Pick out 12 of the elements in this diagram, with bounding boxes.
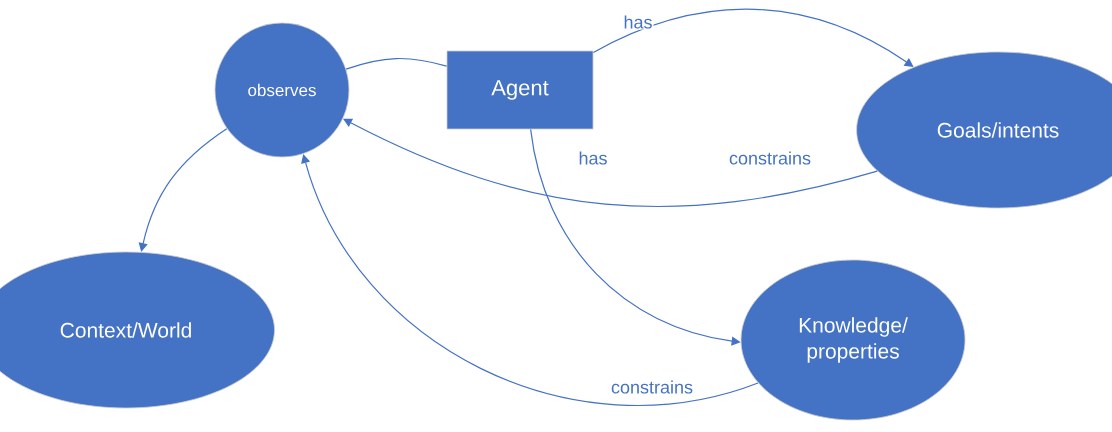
edge-label: constrains [728, 150, 813, 166]
ellipse-node: Knowledge/ properties [740, 259, 966, 421]
edge-label: has [577, 150, 609, 166]
ellipse-node: Goals/intents [856, 51, 1112, 209]
arrow [301, 154, 759, 406]
edge-label: constrains [610, 379, 694, 395]
edge-label: has [622, 14, 654, 30]
circle-node: observes [214, 22, 350, 158]
arrow [138, 128, 228, 252]
arrow [592, 8, 914, 67]
process-box: Agent [446, 50, 594, 130]
arrow [343, 118, 878, 208]
